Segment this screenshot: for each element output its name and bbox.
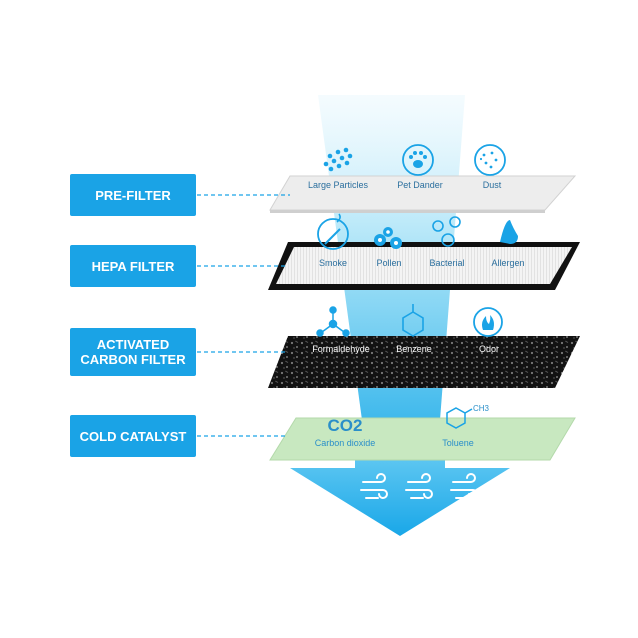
wind-icon xyxy=(360,473,388,499)
cold-catalyst-label-text: COLD CATALYST xyxy=(79,428,187,444)
pre-filter-panel xyxy=(269,175,577,213)
cold-catalyst-label: COLD CATALYST xyxy=(70,415,196,457)
caption-bacterial: Bacterial xyxy=(429,258,465,268)
benzene-ring-icon xyxy=(402,304,424,337)
dots-icon xyxy=(323,147,353,172)
caption-allergen: Allergen xyxy=(491,258,525,268)
hepa-filter-panel xyxy=(268,242,580,290)
caption-benzene: Benzene xyxy=(396,344,432,354)
hepa-filter-label: HEPA FILTER xyxy=(70,245,196,287)
paw-icon xyxy=(402,144,434,176)
caption-smoke: Smoke xyxy=(318,258,347,268)
caption-toluene: Toluene xyxy=(442,438,474,448)
caption-odor: Odor xyxy=(478,344,499,354)
toluene-icon xyxy=(446,407,473,429)
dust-icon xyxy=(474,144,506,176)
carbon-filter-label-line-1: ACTIVATED xyxy=(96,337,170,352)
smoke-icon xyxy=(317,213,349,250)
caption-pet-dander: Pet Dander xyxy=(397,180,443,190)
caption-carbon-dioxide: Carbon dioxide xyxy=(314,438,376,448)
methyl-label: CH3 xyxy=(472,404,489,413)
odor-flame-icon xyxy=(473,307,503,337)
nose-icon xyxy=(500,220,518,244)
pre-filter-label: PRE-FILTER xyxy=(70,174,196,216)
caption-large-particles: Large Particles xyxy=(307,180,369,190)
pollen-icon xyxy=(374,227,402,249)
wind-icon xyxy=(405,473,433,499)
carbon-filter-label: ACTIVATED CARBON FILTER xyxy=(70,328,196,376)
caption-formaldehyde: Formaldehyde xyxy=(312,344,370,354)
airflow-beam xyxy=(290,95,510,536)
cold-catalyst-panel xyxy=(269,417,576,461)
caption-pollen: Pollen xyxy=(376,258,402,268)
co2-icon: CO2 xyxy=(327,416,363,435)
bacteria-icon xyxy=(432,216,461,247)
carbon-filter-panel xyxy=(268,336,580,388)
carbon-filter-label-line-2: CARBON FILTER xyxy=(80,352,186,367)
caption-dust: Dust xyxy=(482,180,502,190)
pre-filter-label-text: PRE-FILTER xyxy=(95,187,171,203)
molecule-icon xyxy=(316,306,350,337)
connector-lines xyxy=(197,194,290,437)
hepa-filter-label-text: HEPA FILTER xyxy=(91,258,175,274)
wind-icon xyxy=(450,473,478,499)
